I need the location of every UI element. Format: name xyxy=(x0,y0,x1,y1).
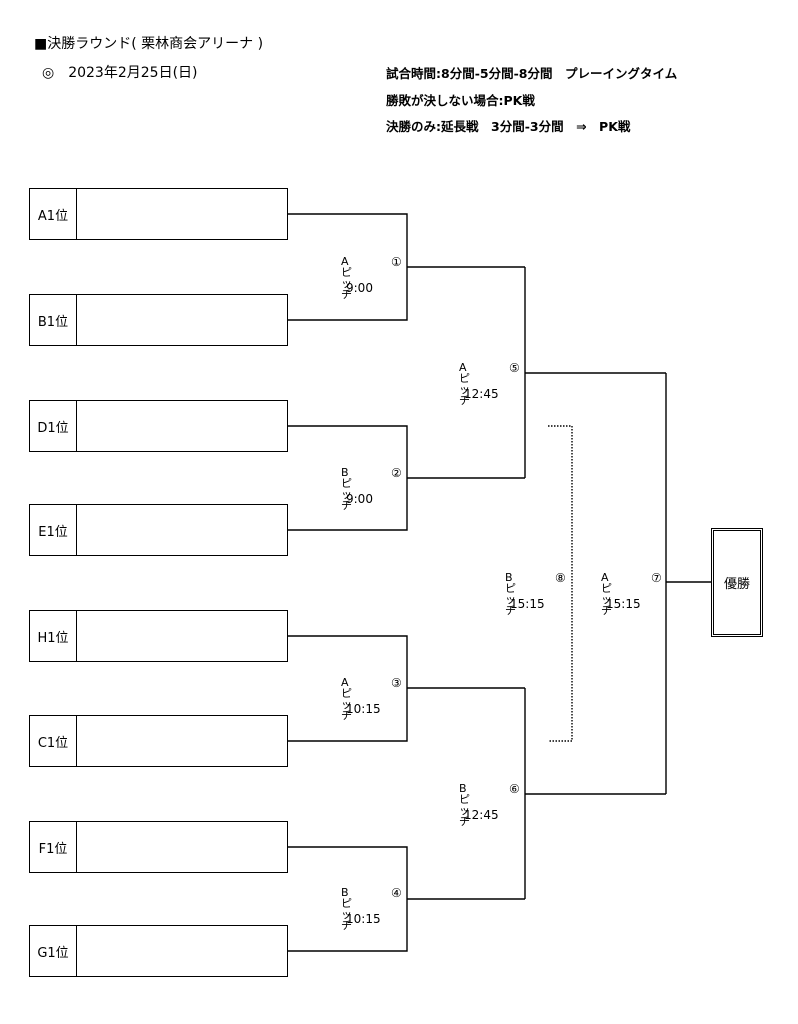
team-name xyxy=(77,822,287,872)
rule-tiebreak: 勝敗が決しない場合:PK戦 xyxy=(386,93,535,108)
match-pitch: Bピッチ xyxy=(341,466,352,512)
rule-final-extra-time: 決勝のみ:延長戦 3分間-3分間 ⇒ PK戦 xyxy=(386,119,631,134)
team-name xyxy=(77,716,287,766)
match-time: 12:45 xyxy=(464,808,499,822)
match-pitch: Aピッチ xyxy=(341,676,352,722)
match-number: ⑤ xyxy=(509,361,520,375)
team-seed: H1位 xyxy=(30,611,77,661)
page-title: ■決勝ラウンド( 栗林商会アリーナ ) xyxy=(34,36,264,52)
match-number: ⑧ xyxy=(555,571,566,585)
team-seed: B1位 xyxy=(30,295,77,345)
team-name xyxy=(77,926,287,976)
champion-box: 優勝 xyxy=(711,528,763,637)
team-slot-e1: E1位 xyxy=(29,504,288,556)
match-number: ④ xyxy=(391,886,402,900)
match-pitch: Bピッチ xyxy=(341,886,352,932)
match-number: ⑥ xyxy=(509,782,520,796)
match-number: ② xyxy=(391,466,402,480)
team-slot-c1: C1位 xyxy=(29,715,288,767)
team-name xyxy=(77,611,287,661)
match-time: 15:15 xyxy=(606,597,641,611)
match-time: 15:15 xyxy=(510,597,545,611)
match-time: 9:00 xyxy=(346,492,373,506)
team-seed: A1位 xyxy=(30,189,77,239)
match-pitch: Bピッチ xyxy=(459,782,470,828)
match-number: ① xyxy=(391,255,402,269)
team-slot-h1: H1位 xyxy=(29,610,288,662)
match-pitch: Aピッチ xyxy=(341,255,352,301)
team-name xyxy=(77,401,287,451)
team-slot-a1: A1位 xyxy=(29,188,288,240)
match-pitch: Aピッチ xyxy=(601,571,612,617)
team-name xyxy=(77,505,287,555)
champion-label: 優勝 xyxy=(723,577,750,592)
match-pitch: Aピッチ xyxy=(459,361,470,407)
team-seed: D1位 xyxy=(30,401,77,451)
team-name xyxy=(77,295,287,345)
match-pitch: Bピッチ xyxy=(505,571,516,617)
team-seed: C1位 xyxy=(30,716,77,766)
team-seed: E1位 xyxy=(30,505,77,555)
rule-match-time: 試合時間:8分間-5分間-8分間 プレーイングタイム xyxy=(386,66,678,81)
match-time: 10:15 xyxy=(346,912,381,926)
team-slot-b1: B1位 xyxy=(29,294,288,346)
match-number: ⑦ xyxy=(651,571,662,585)
team-slot-g1: G1位 xyxy=(29,925,288,977)
match-time: 10:15 xyxy=(346,702,381,716)
team-seed: F1位 xyxy=(30,822,77,872)
team-slot-f1: F1位 xyxy=(29,821,288,873)
match-time: 12:45 xyxy=(464,387,499,401)
bracket-line-match-8 xyxy=(548,425,573,742)
team-name xyxy=(77,189,287,239)
team-seed: G1位 xyxy=(30,926,77,976)
team-slot-d1: D1位 xyxy=(29,400,288,452)
event-date: ◎ 2023年2月25日(日) xyxy=(42,65,198,81)
match-number: ③ xyxy=(391,676,402,690)
match-time: 9:00 xyxy=(346,281,373,295)
